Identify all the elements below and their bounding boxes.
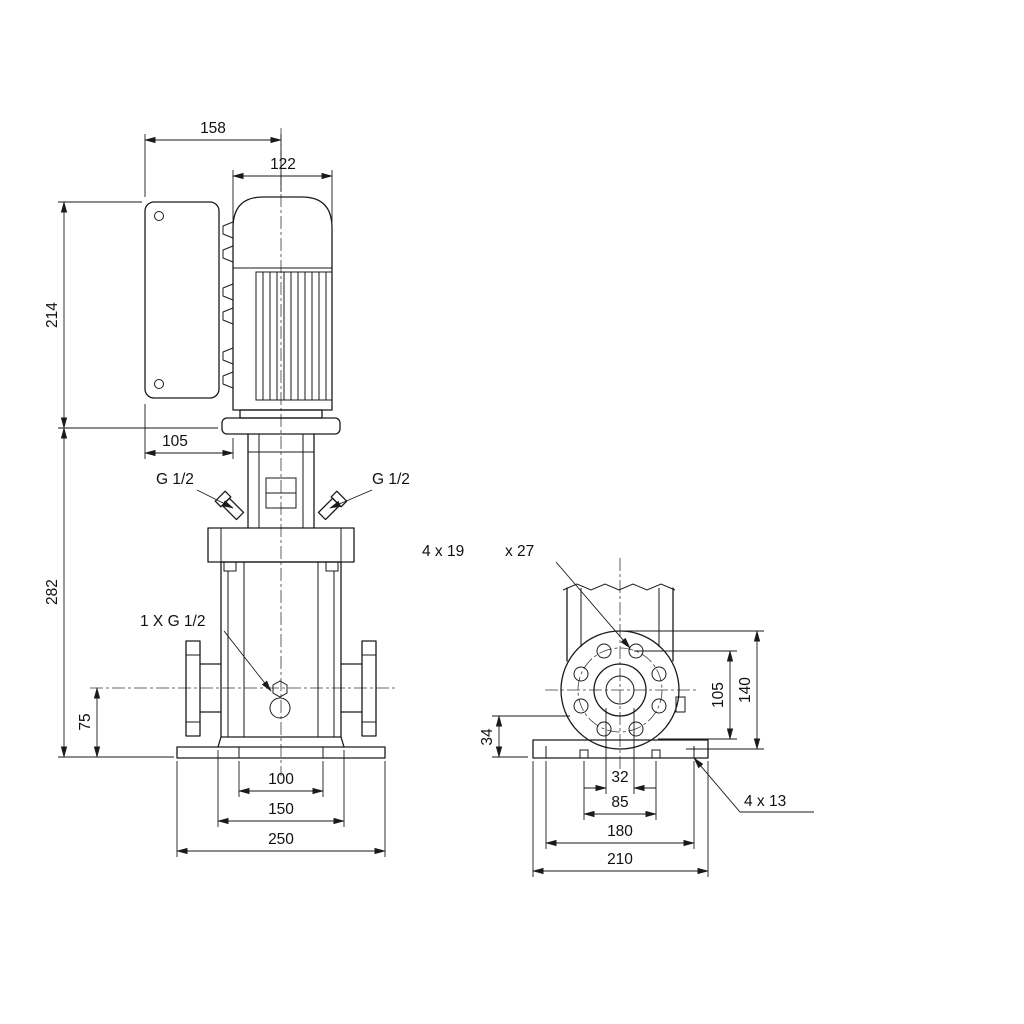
base-plate-side (176, 736, 386, 759)
dim-122-value: 122 (270, 156, 296, 173)
flange-holes-note: 4 x 19 x 27 (422, 543, 631, 649)
dim-250: 250 (176, 761, 386, 857)
dim-34-value: 34 (479, 728, 496, 746)
dim-75-value: 75 (77, 713, 94, 730)
dim-100-value: 100 (268, 771, 294, 788)
dim-180: 180 (545, 761, 695, 849)
drain-plug (269, 680, 291, 719)
flange-face (560, 630, 686, 750)
dim-105-flange-value: 105 (710, 682, 727, 708)
dim-210: 210 (532, 761, 709, 877)
port-right-leader (329, 489, 373, 509)
dim-214: 214 (44, 201, 218, 429)
flange-holes-leader (555, 561, 631, 649)
dim-140: 140 (624, 630, 764, 750)
end-view: 34 105 140 32 85 (422, 543, 814, 877)
base-bolt-hole-right (651, 749, 661, 759)
drain-label: 1 X G 1/2 (140, 613, 272, 692)
chamber-stack (220, 561, 342, 738)
bolt-circle (577, 647, 663, 733)
drain-leader (223, 630, 272, 692)
port-left-label-text: G 1/2 (156, 471, 194, 488)
pump-body-end (562, 583, 676, 662)
frequency-converter-box (144, 201, 220, 399)
base-holes-note: 4 x 13 (693, 757, 814, 813)
dim-32: 32 (584, 708, 656, 794)
dim-85-value: 85 (611, 794, 628, 811)
dim-75: 75 (77, 687, 101, 758)
dim-150-value: 150 (268, 801, 294, 818)
flange-bolt-holes (573, 643, 667, 737)
dim-158: 158 (144, 120, 282, 197)
converter-screw-top (154, 211, 164, 221)
suction-flange (185, 640, 222, 737)
port-right-label-text: G 1/2 (372, 471, 410, 488)
motor-housing (222, 196, 333, 411)
base-bolt-hole-left (579, 749, 589, 759)
base-holes-label: 4 x 13 (744, 793, 786, 810)
dim-34: 34 (479, 715, 570, 758)
port-left-leader (196, 489, 234, 509)
staybolt-nut-left (223, 561, 237, 572)
converter-screw-bottom (154, 379, 164, 389)
flange-lug (675, 696, 686, 713)
dim-282: 282 (44, 427, 174, 758)
dim-122: 122 (232, 156, 333, 222)
break-line (562, 583, 676, 591)
port-label-right: G 1/2 (329, 471, 410, 509)
flange-bore-circle (605, 675, 635, 705)
dim-32-value: 32 (611, 769, 628, 786)
drain-label-text: 1 X G 1/2 (140, 613, 205, 630)
dim-100: 100 (238, 761, 324, 797)
staybolt-nut-right (325, 561, 339, 572)
coupling-lantern (214, 433, 348, 529)
base-holes-leader (693, 757, 814, 813)
flange-holes-label-2: x 27 (505, 543, 534, 560)
dim-210-value: 210 (607, 851, 633, 868)
flange-holes-label-1: 4 x 19 (422, 543, 464, 560)
dim-250-value: 250 (268, 831, 294, 848)
dim-282-value: 282 (44, 579, 61, 605)
motor-fin-block (255, 271, 333, 401)
dim-105-flange: 105 (634, 650, 737, 740)
dim-85: 85 (583, 761, 657, 820)
dim-105-converter: 105 (144, 404, 234, 459)
dim-150: 150 (217, 750, 345, 827)
port-label-left: G 1/2 (156, 471, 234, 509)
priming-plug-right (317, 490, 348, 521)
discharge-flange (340, 640, 377, 737)
dim-140-value: 140 (737, 677, 754, 703)
motor-adapter (221, 409, 341, 435)
dim-180-value: 180 (607, 823, 633, 840)
motor-terminal-lugs (222, 221, 234, 389)
flange-hub-circle (593, 663, 647, 717)
dim-158-value: 158 (200, 120, 226, 137)
side-view: 158 122 214 105 282 75 (44, 120, 410, 857)
dim-105-converter-value: 105 (162, 433, 188, 450)
dim-214-value: 214 (44, 302, 61, 328)
motor-fins (262, 272, 327, 400)
flange-outer-circle (560, 630, 680, 750)
